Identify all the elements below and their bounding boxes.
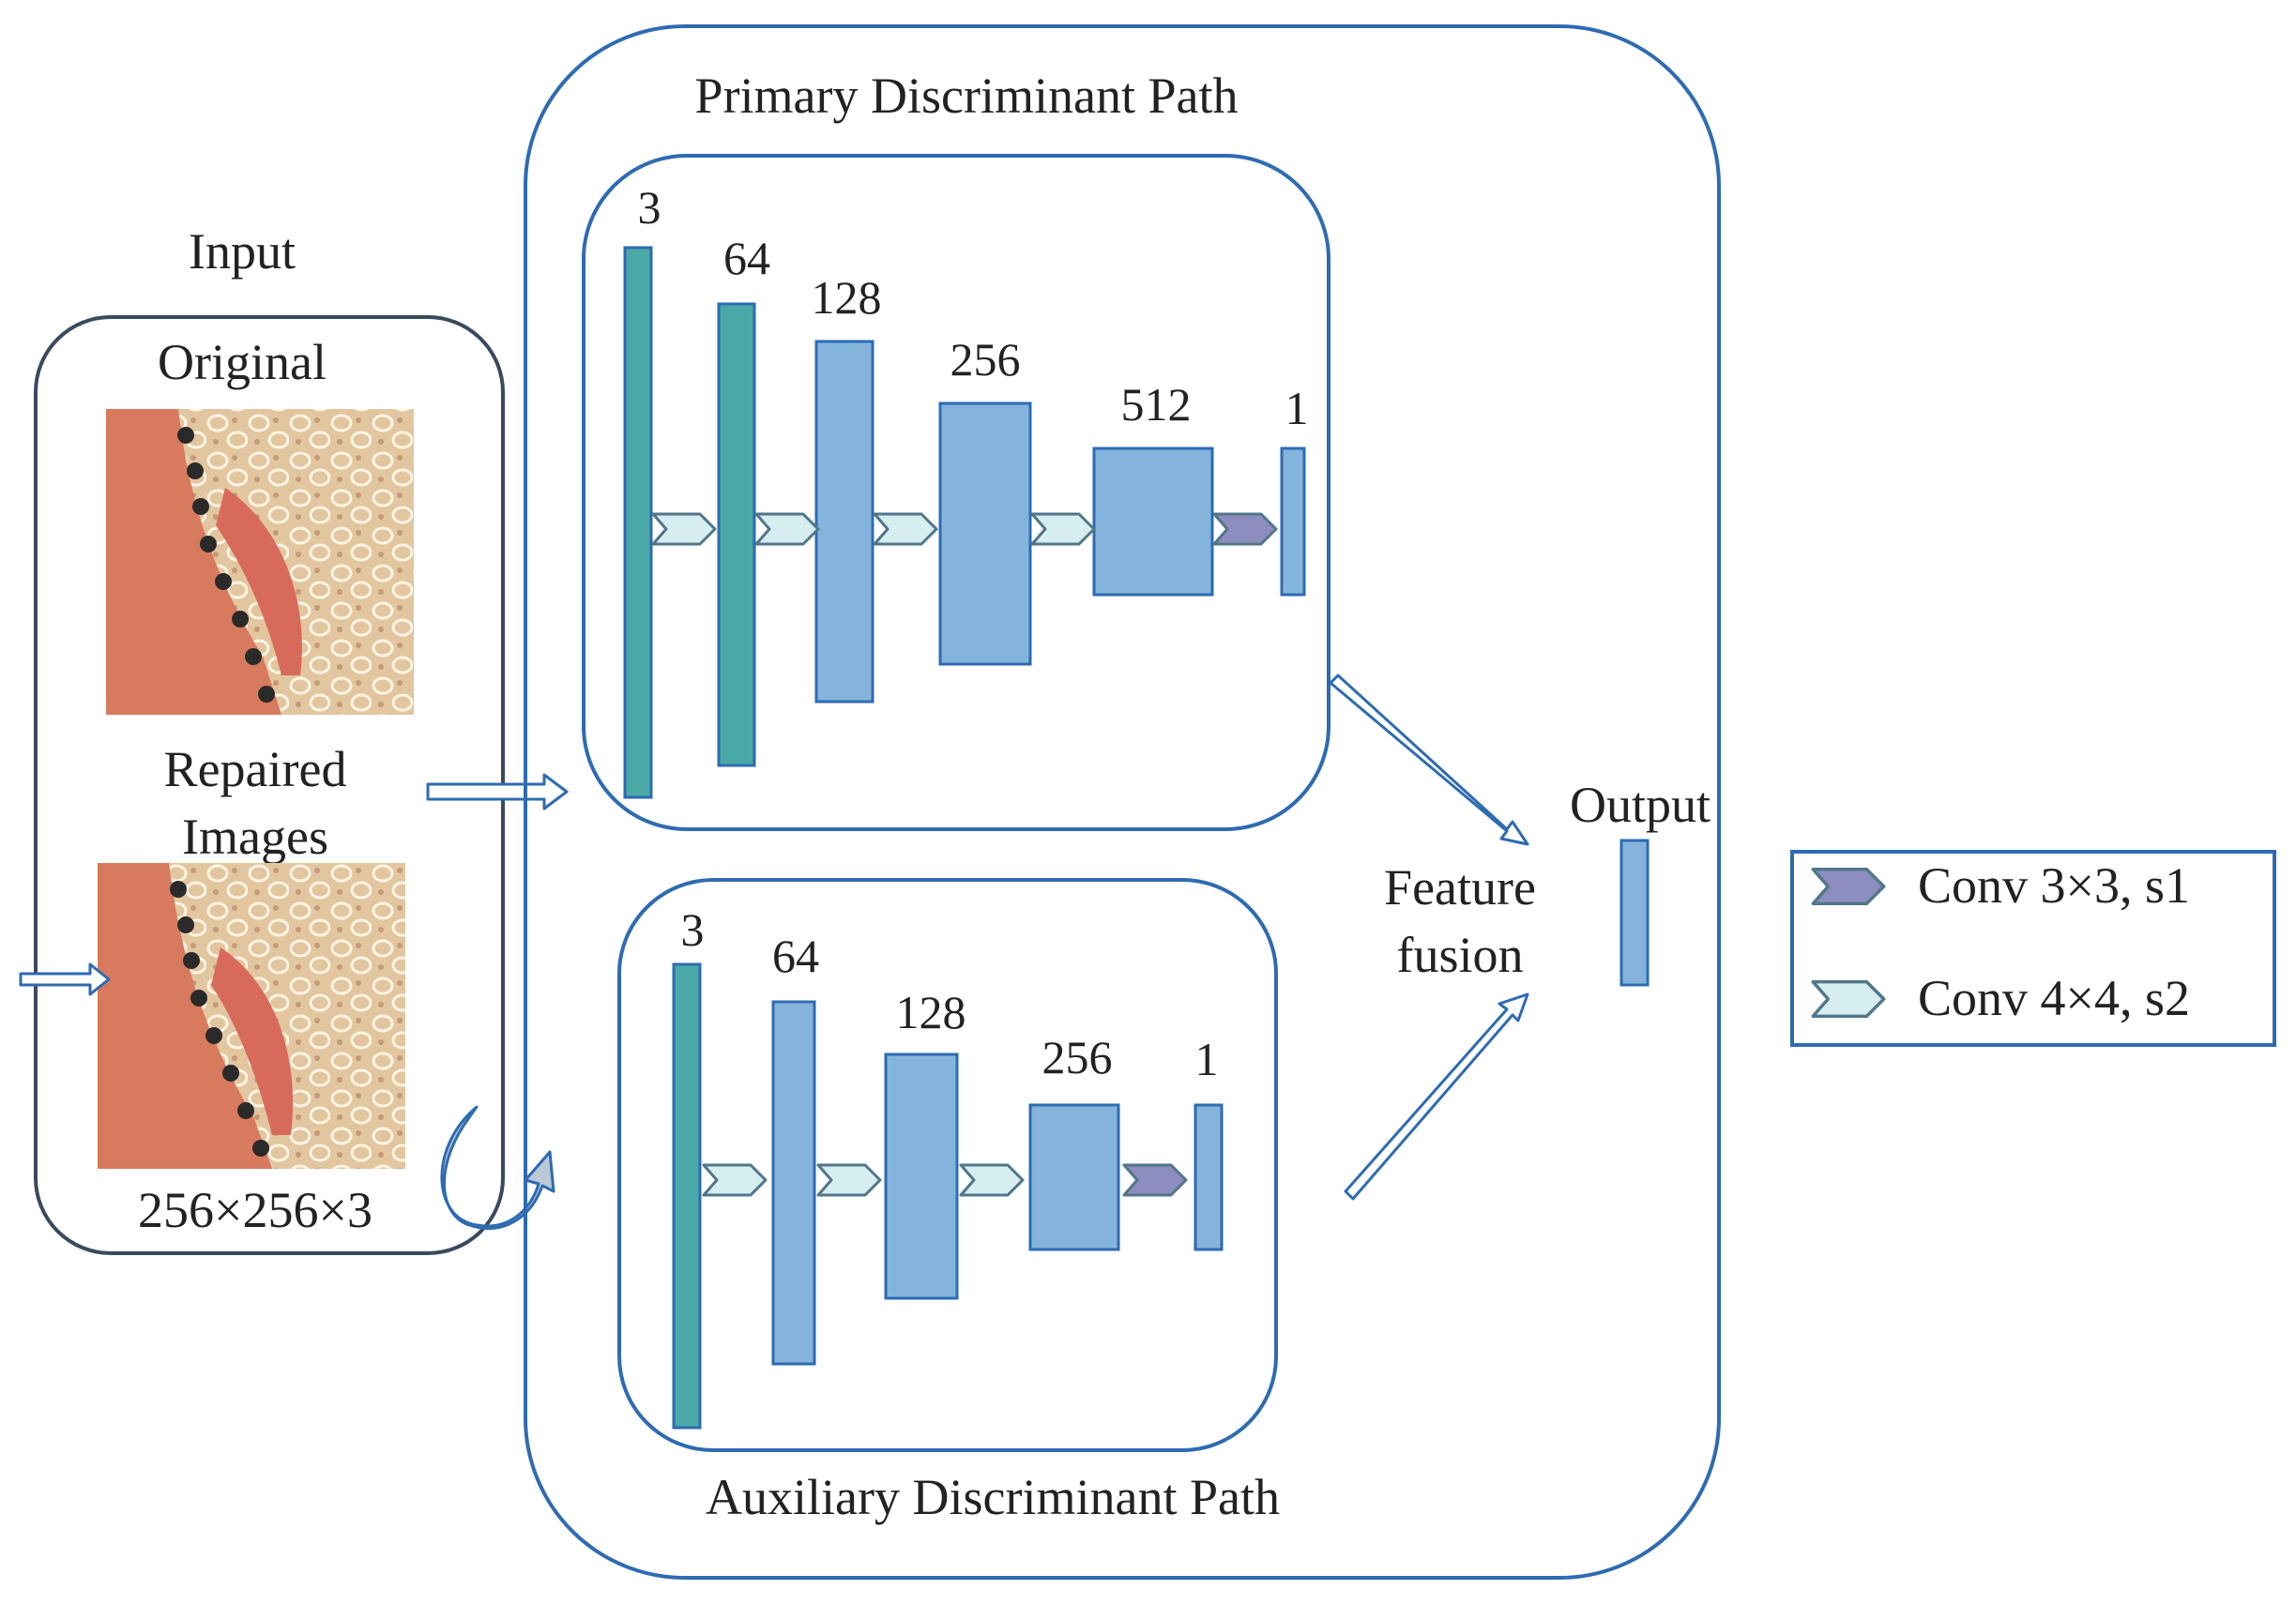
auxiliary-path-title: Auxiliary Discriminant Path (706, 1469, 1280, 1525)
conv3x3-chevron-icon (1212, 512, 1278, 546)
conv4x4-chevron-icon (959, 1163, 1025, 1197)
primary-layer-block (814, 340, 874, 704)
conv4x4-chevron-icon (702, 1163, 768, 1197)
auxiliary-channel-label: 3 (681, 903, 705, 956)
input-heading: Input (189, 223, 296, 280)
conv3x3-chevron-icon (1122, 1163, 1188, 1197)
auxiliary-channel-label: 1 (1195, 1033, 1219, 1085)
auxiliary-layer-block (1028, 1103, 1120, 1251)
primary-path: 3 64 128 256 512 1 (582, 154, 1330, 831)
primary-layer-block (1092, 447, 1214, 597)
output-label: Output (1570, 777, 1711, 833)
original-image (106, 409, 414, 715)
primary-layer-block (623, 246, 653, 799)
auxiliary-channel-label: 256 (1042, 1031, 1113, 1083)
conv4x4-chevron-icon (873, 512, 938, 546)
auxiliary-layer-block (1194, 1103, 1224, 1251)
legend-item-label: Conv 4×4, s2 (1918, 970, 2190, 1026)
auxiliary-fusion-arrow (1344, 992, 1529, 1201)
fusion-label-line2: fusion (1397, 927, 1524, 983)
fusion-label-line1: Feature (1384, 859, 1536, 916)
conv4x4-chevron-icon (816, 1163, 882, 1197)
auxiliary-layer-block (672, 962, 702, 1430)
primary-channel-label: 64 (723, 232, 770, 284)
repaired-image (98, 863, 405, 1169)
primary-channel-label: 3 (638, 181, 661, 234)
incoming-arrow (19, 962, 111, 996)
repaired-label-line2: Images (182, 809, 328, 865)
conv4x4-chevron-icon (754, 512, 820, 546)
primary-channel-label: 1 (1285, 382, 1309, 434)
auxiliary-channel-label: 64 (772, 930, 819, 982)
primary-layer-block (938, 401, 1032, 666)
original-label: Original (158, 334, 327, 390)
legend: Conv 3×3, s1 Conv 4×4, s2 (1790, 850, 2276, 1047)
auxiliary-path: 3 64 128 256 1 (617, 878, 1278, 1452)
primary-layer-block (1280, 447, 1306, 597)
primary-path-title: Primary Discriminant Path (695, 68, 1239, 124)
auxiliary-channel-label: 128 (896, 986, 966, 1038)
repaired-label-line1: Repaired (164, 741, 347, 797)
primary-fusion-arrow (1329, 674, 1529, 846)
input-panel: Input Original Repaired Images (34, 223, 505, 1255)
auxiliary-path-frame (617, 878, 1278, 1452)
primary-input-arrow (426, 773, 569, 810)
auxiliary-layer-block (884, 1052, 959, 1300)
primary-path-frame (582, 154, 1330, 831)
primary-channel-label: 256 (950, 333, 1021, 386)
auxiliary-layer-block (771, 1000, 816, 1366)
size-label: 256×256×3 (138, 1182, 373, 1238)
conv4x4-chevron-icon (1030, 512, 1096, 546)
output-block (1619, 839, 1650, 987)
primary-channel-label: 512 (1121, 378, 1192, 431)
legend-item-label: Conv 3×3, s1 (1918, 857, 2190, 914)
discriminator-frame (524, 24, 1721, 1580)
auxiliary-input-curved-arrow (440, 1105, 555, 1230)
conv4x4-chevron-icon (651, 512, 717, 546)
primary-layer-block (717, 302, 756, 767)
fusion-arrows (1329, 674, 1529, 1201)
primary-channel-label: 128 (812, 271, 882, 324)
